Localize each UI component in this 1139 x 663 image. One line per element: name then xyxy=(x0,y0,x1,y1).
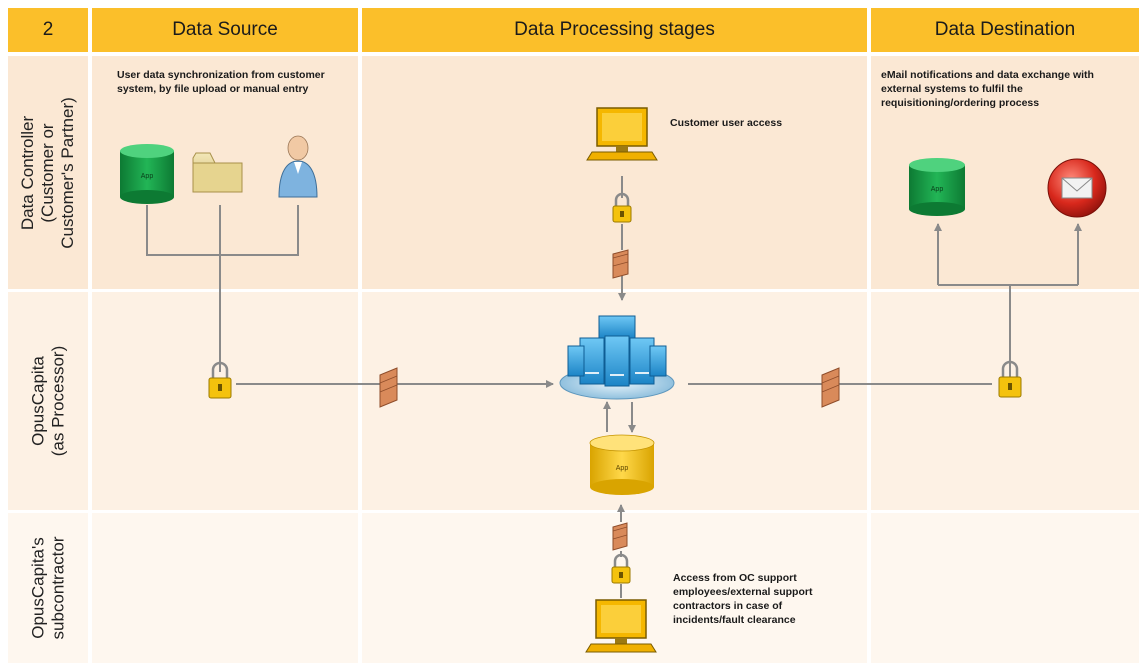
cell xyxy=(8,56,88,289)
cell xyxy=(92,292,358,510)
cell xyxy=(8,513,88,663)
diagram-number: 2 xyxy=(8,8,88,52)
app-database-icon: App xyxy=(120,144,174,204)
cell xyxy=(871,513,1139,663)
lock-icon xyxy=(998,360,1022,398)
svg-text:App: App xyxy=(931,186,944,193)
lock-icon xyxy=(611,553,631,584)
firewall-icon xyxy=(612,522,628,551)
firewall-icon xyxy=(821,367,840,408)
note-support-access: Access from OC support employees/externa… xyxy=(673,572,813,626)
svg-text:App: App xyxy=(141,173,154,180)
email-icon xyxy=(1047,158,1107,218)
cell xyxy=(871,292,1139,510)
folder-icon xyxy=(192,152,243,193)
column-header-data-source: Data Source xyxy=(92,8,358,52)
computer-icon xyxy=(586,107,658,161)
server-cluster-icon xyxy=(559,315,675,400)
cell xyxy=(362,56,867,289)
user-icon xyxy=(278,135,318,198)
app-database-icon: App xyxy=(589,434,655,495)
cell xyxy=(92,513,358,663)
firewall-icon xyxy=(612,249,629,279)
cell xyxy=(8,292,88,510)
firewall-icon xyxy=(379,367,398,408)
svg-text:App: App xyxy=(616,465,629,472)
note-destination: eMail notifications and data exchange wi… xyxy=(881,69,1094,109)
lock-icon xyxy=(208,361,232,399)
app-database-icon: App xyxy=(909,158,965,216)
column-header-processing: Data Processing stages xyxy=(362,8,867,52)
note-data-source: User data synchronization from customer … xyxy=(117,69,325,95)
lock-icon xyxy=(612,192,632,223)
note-customer-access: Customer user access xyxy=(670,117,783,129)
column-header-destination: Data Destination xyxy=(871,8,1139,52)
computer-icon xyxy=(585,599,657,653)
connector-lines xyxy=(146,176,1082,598)
